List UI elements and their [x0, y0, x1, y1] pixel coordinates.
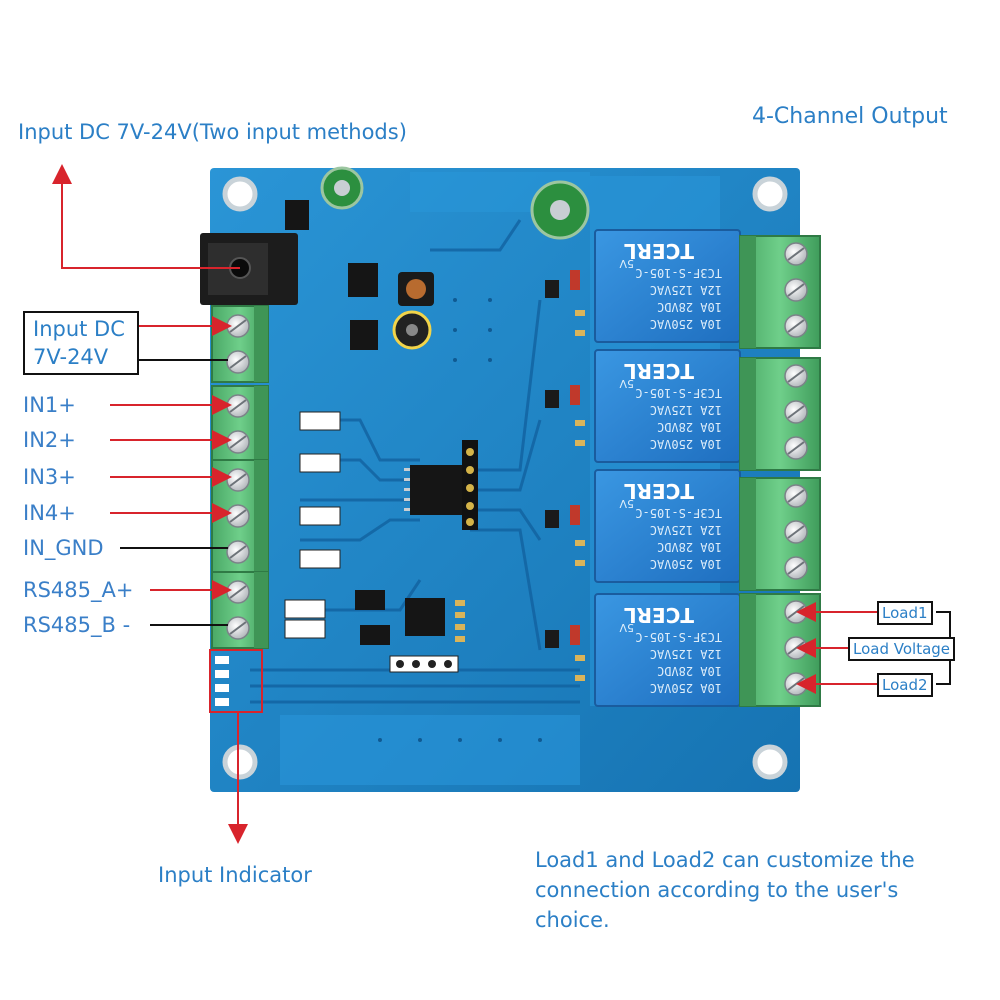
- note-line3: choice.: [535, 908, 610, 932]
- title-input-dc: Input DC 7V-24V(Two input methods): [18, 120, 407, 144]
- label-in4: IN4+: [23, 501, 76, 525]
- label-rs485-a: RS485_A+: [23, 578, 134, 602]
- relay-coil-text: 5V: [619, 257, 634, 270]
- input-terminal-block: [211, 571, 269, 649]
- relay-silk-text: 10A 250VAC: [650, 681, 722, 695]
- arrow-lines: [52, 164, 877, 844]
- indicator-led-box: [209, 649, 263, 713]
- label-in-gnd: IN_GND: [23, 536, 104, 560]
- relay-coil-text: 5V: [619, 497, 634, 510]
- relay-brand-text: TCERL: [624, 603, 694, 627]
- relay-silk-text: 10A 28VDC: [657, 540, 722, 554]
- ic-chips: [285, 200, 472, 645]
- note-line2: connection according to the user's: [535, 878, 899, 902]
- pcb-vias: [378, 298, 542, 742]
- label-in1: IN1+: [23, 393, 76, 417]
- capacitor: [320, 166, 590, 350]
- label-load2: Load2: [877, 673, 933, 697]
- input-dc-line1: Input DC: [33, 317, 125, 341]
- relay-silk-text: 10A 28VDC: [657, 300, 722, 314]
- relay-silk-text: 10A 250VAC: [650, 437, 722, 451]
- relay-brand-text: TCERL: [624, 479, 694, 503]
- relay: 10A 250VAC 10A 28VDC 12A 125VAC TC3F-S-105-…: [594, 349, 741, 463]
- relay-silk-text: TC3F-S-105-C: [635, 386, 722, 400]
- relay-silk-text: TC3F-S-105-C: [635, 506, 722, 520]
- relay: 10A 250VAC 10A 28VDC 12A 125VAC TC3F-S-105-…: [594, 469, 741, 583]
- input-dc-box: Input DC 7V-24V: [23, 311, 139, 375]
- input-terminal-block: [211, 385, 269, 463]
- relay-silk-text: TC3F-S-105-C: [635, 630, 722, 644]
- note-line1: Load1 and Load2 can customize the: [535, 848, 915, 872]
- inductor-coil: [406, 279, 426, 299]
- relay-brand-text: TCERL: [624, 239, 694, 263]
- label-in3: IN3+: [23, 465, 76, 489]
- relay-coil-text: 5V: [619, 621, 634, 634]
- output-terminal-block: [739, 357, 821, 471]
- optocoupler: [284, 411, 341, 639]
- relay-silk-text: 10A 250VAC: [650, 557, 722, 571]
- relay-group: 10A 250VAC 10A 28VDC 12A 125VAC TC3F-S-105-…: [594, 229, 741, 707]
- label-load1: Load1: [877, 601, 933, 625]
- relay: 10A 250VAC 10A 28VDC 12A 125VAC TC3F-S-105-…: [594, 593, 741, 707]
- label-input-indicator: Input Indicator: [158, 863, 312, 887]
- title-output: 4-Channel Output: [752, 104, 948, 129]
- smd-components: [545, 270, 580, 648]
- output-terminal-block: [739, 235, 821, 349]
- relay-silk-text: 10A 28VDC: [657, 420, 722, 434]
- relay-silk-text: 12A 125VAC: [650, 523, 722, 537]
- label-load-voltage: Load Voltage: [848, 637, 956, 661]
- relay-silk-text: 10A 28VDC: [657, 664, 722, 678]
- relay-silk-text: 12A 125VAC: [650, 283, 722, 297]
- relay: 10A 250VAC 10A 28VDC 12A 125VAC TC3F-S-105-…: [594, 229, 741, 343]
- relay-silk-text: TC3F-S-105-C: [635, 266, 722, 280]
- input-dc-line2: 7V-24V: [33, 345, 109, 369]
- pin-header-programming: [462, 440, 478, 530]
- label-rs485-b: RS485_B -: [23, 613, 131, 637]
- output-terminal-block: [739, 593, 821, 707]
- output-terminal-block: [739, 477, 821, 591]
- mounting-hole: [222, 176, 788, 780]
- pin-header-uart: [389, 655, 459, 673]
- relay-brand-text: TCERL: [624, 359, 694, 383]
- relay-silk-text: 12A 125VAC: [650, 647, 722, 661]
- label-in2: IN2+: [23, 428, 76, 452]
- relay-coil-text: 5V: [619, 377, 634, 390]
- smd-resistors: [455, 310, 585, 681]
- output-terminal-group: [739, 235, 821, 707]
- input-terminal-block: [211, 305, 269, 383]
- relay-silk-text: 12A 125VAC: [650, 403, 722, 417]
- relay-silk-text: 10A 250VAC: [650, 317, 722, 331]
